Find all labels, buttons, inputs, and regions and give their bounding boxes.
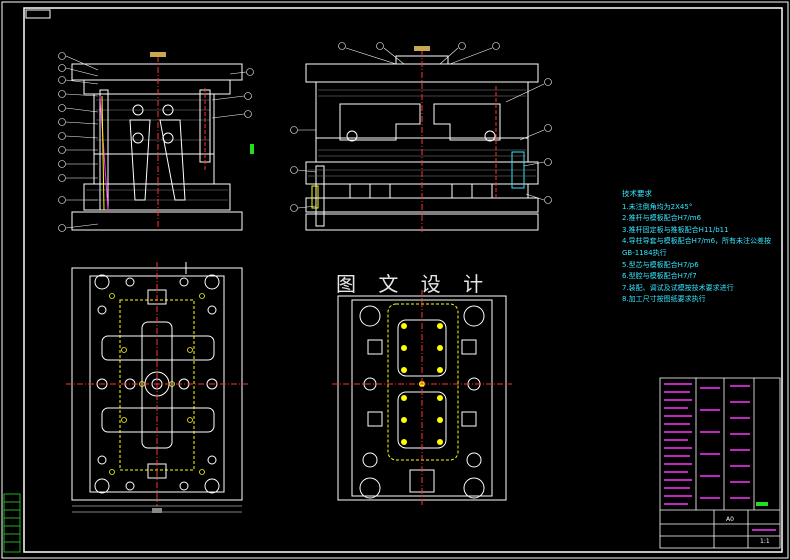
note-item-2: 2.推杆与模板配合H7/m6: [622, 214, 702, 223]
section-view-right: [305, 46, 539, 232]
section-view-left: [71, 52, 254, 232]
note-item-1: 1.未注倒角均为2X45°: [622, 202, 693, 211]
note-item-4: 4.导柱导套与模板配合H7/m6，所有未注公差按GB-1184执行: [622, 237, 772, 257]
title-block-sheet: 1:1: [760, 538, 770, 545]
technical-requirements: 技术要求 1.未注倒角均为2X45° 2.推杆与模板配合H7/m6 3.推杆固定…: [622, 188, 772, 306]
note-item-5: 5.型芯与模板配合H7/p6: [622, 260, 699, 269]
note-item-8: 8.加工尺寸按图纸要求执行: [622, 295, 706, 304]
notes-title: 技术要求: [622, 189, 652, 198]
corner-mark: [25, 9, 51, 19]
title-block-rows: [664, 383, 776, 531]
watermark: 图 文 设 计: [336, 272, 492, 296]
leader-labels-left: [58, 52, 254, 232]
note-item-3: 3.推杆固定板与推板配合H11/b11: [622, 225, 729, 234]
leader-labels-right: [290, 42, 552, 212]
title-block-green-mark: [756, 502, 768, 506]
inner-border: [23, 7, 783, 553]
title-block: [659, 377, 781, 549]
note-item-6: 6.型腔与模板配合H7/f7: [622, 272, 697, 281]
revision-strip: [3, 493, 21, 553]
note-item-7: 7.装配、调试及试模按技术要求进行: [622, 283, 734, 292]
plan-view-left: [66, 262, 248, 513]
plan-view-right: [332, 290, 512, 506]
title-block-scale: A0: [726, 516, 734, 523]
